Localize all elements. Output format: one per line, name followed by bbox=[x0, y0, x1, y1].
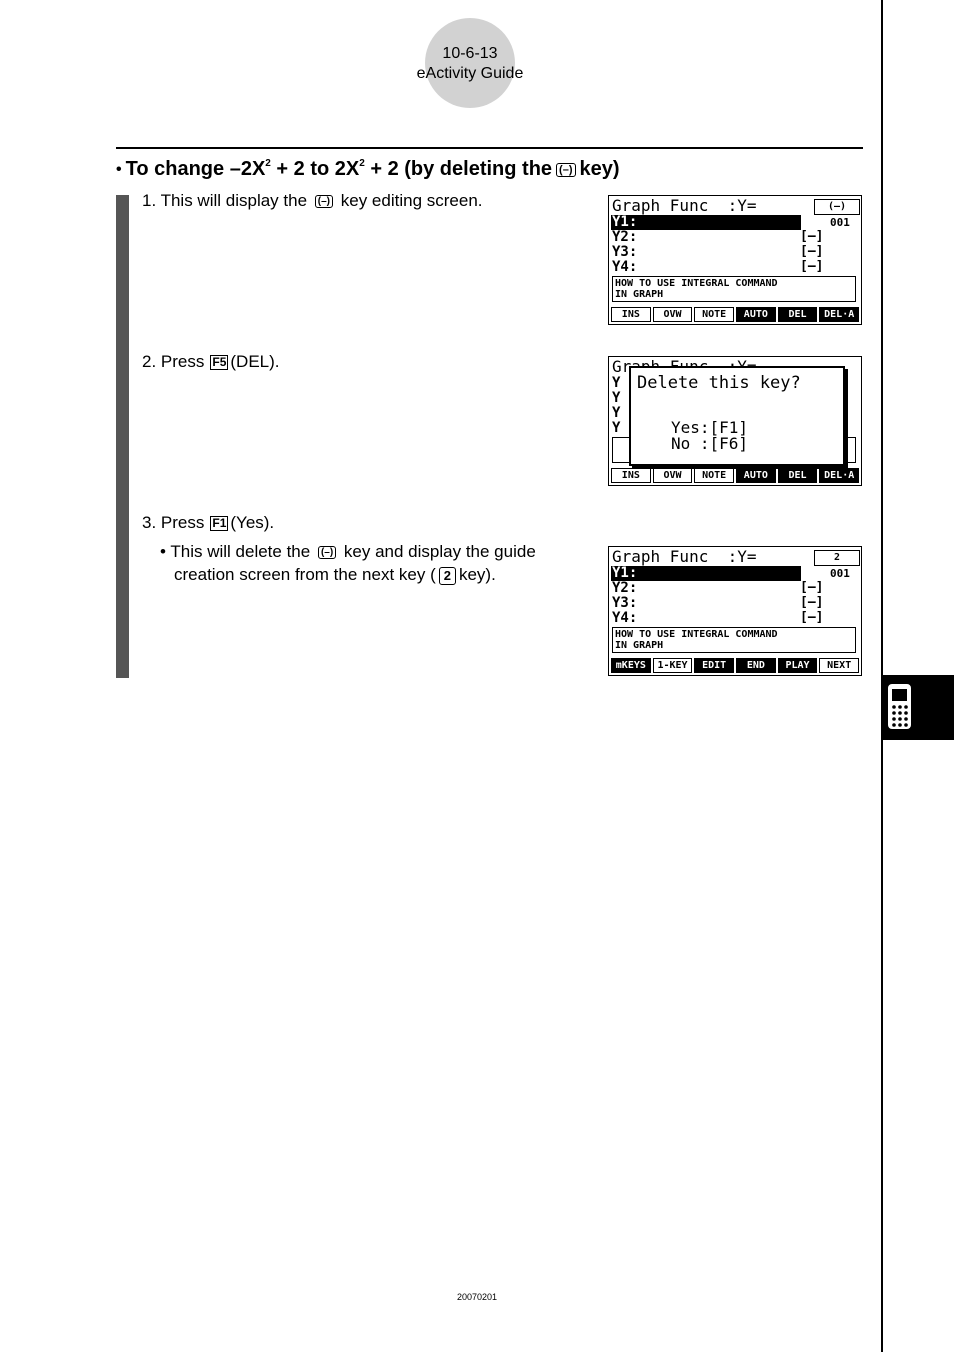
row-y2: Y2: bbox=[612, 580, 638, 596]
section-rule bbox=[116, 147, 863, 149]
fkey-ovw: OVW bbox=[652, 468, 693, 483]
fkey-edit: EDIT bbox=[694, 658, 735, 673]
negative-key-icon: (–) bbox=[556, 162, 576, 177]
function-key-bar: INS OVW NOTE AUTO DEL DEL·A bbox=[611, 307, 860, 322]
row-y2-partial: Y bbox=[612, 390, 621, 406]
step-3: 3. Press F1(Yes). bbox=[142, 511, 274, 534]
screen-title: Graph Func :Y= bbox=[612, 196, 757, 215]
guide-text-box: HOW TO USE INTEGRAL COMMAND IN GRAPH bbox=[612, 627, 856, 653]
dialog-yes-option: Yes:[F1] bbox=[671, 418, 749, 437]
step-3-text: 3. Press bbox=[142, 513, 205, 532]
heading-bullet: • bbox=[116, 160, 122, 178]
calculator-icon bbox=[888, 684, 911, 729]
two-key-icon: 2 bbox=[438, 566, 456, 585]
fkey-ovw: OVW bbox=[652, 307, 693, 322]
fkey-mkeys: mKEYS bbox=[611, 658, 651, 673]
function-key-bar: mKEYS 1-KEY EDIT END PLAY NEXT bbox=[611, 658, 860, 673]
footer-code: 20070201 bbox=[456, 1292, 498, 1302]
calculator-screen-2: Graph Func :Y= Y Y Y Y Delete this key? … bbox=[608, 356, 862, 486]
note-text-end: key and display the guide bbox=[343, 542, 536, 561]
negative-key-icon: (–) bbox=[314, 195, 334, 209]
calculator-screen-1: Graph Func :Y= (–) Y1: Y2: Y3: Y4: 001 [… bbox=[608, 195, 862, 325]
step-1: 1. This will display the (–) key editing… bbox=[142, 189, 483, 212]
page-number: 10-6-13 bbox=[442, 45, 498, 62]
calculator-screen-3: Graph Func :Y= 2 Y1: Y2: Y3: Y4: 001 [—]… bbox=[608, 546, 862, 676]
delete-confirm-dialog: Delete this key? Yes:[F1] No :[F6] bbox=[629, 366, 845, 466]
heading-text-1: To change –2X bbox=[125, 158, 266, 180]
row-y4: Y4: bbox=[612, 259, 638, 275]
fkey-end: END bbox=[736, 658, 776, 673]
fkey-next: NEXT bbox=[819, 658, 860, 673]
row-y1: Y1: bbox=[612, 565, 638, 581]
dialog-question: Delete this key? bbox=[637, 373, 801, 393]
row-y3: Y3: bbox=[612, 595, 638, 611]
step-2-text: 2. Press bbox=[142, 352, 205, 371]
f1-key-icon: F1 bbox=[210, 516, 229, 532]
heading-sup-1: 2 bbox=[265, 158, 271, 169]
fkey-note: NOTE bbox=[694, 468, 735, 483]
guide-text-box: HOW TO USE INTEGRAL COMMAND IN GRAPH bbox=[612, 276, 856, 302]
page-header: 10-6-13 eActivity Guide bbox=[380, 44, 560, 84]
fkey-del: DEL bbox=[777, 468, 818, 483]
fkey-play: PLAY bbox=[777, 658, 818, 673]
heading-sup-2: 2 bbox=[359, 158, 365, 169]
negative-key-icon: (–) bbox=[317, 546, 337, 560]
row-y3: Y3: bbox=[612, 244, 638, 260]
function-key-bar: INS OVW NOTE AUTO DEL DEL·A bbox=[611, 468, 860, 483]
row-y4: Y4: bbox=[612, 610, 638, 626]
row-y4-partial: Y bbox=[612, 420, 621, 436]
screen-title: Graph Func :Y= bbox=[612, 547, 757, 566]
key-slot: [—] bbox=[800, 244, 824, 259]
fkey-del-all: DEL·A bbox=[819, 468, 860, 483]
row-y3-partial: Y bbox=[612, 405, 621, 421]
fkey-del-all: DEL·A bbox=[819, 307, 860, 322]
row-y2: Y2: bbox=[612, 229, 638, 245]
key-display-box: 2 bbox=[814, 550, 860, 566]
fkey-auto: AUTO bbox=[736, 307, 776, 322]
step-2-text-end: (DEL). bbox=[230, 352, 280, 371]
steps-side-bar bbox=[116, 195, 129, 678]
fkey-auto: AUTO bbox=[736, 468, 776, 483]
key-slot: [—] bbox=[800, 610, 824, 625]
dialog-no-option: No :[F6] bbox=[671, 434, 749, 453]
key-slot: [—] bbox=[800, 229, 824, 244]
page-number-badge bbox=[425, 18, 515, 108]
heading-text-3: + 2 (by deleting the bbox=[364, 158, 553, 180]
fkey-del: DEL bbox=[777, 307, 818, 322]
key-slot: [—] bbox=[800, 259, 824, 274]
selected-row-highlight bbox=[611, 566, 801, 581]
chapter-tab bbox=[883, 675, 954, 740]
row-y1-partial: Y bbox=[612, 375, 621, 391]
f5-key-icon: F5 bbox=[210, 355, 229, 371]
note-text-2: creation screen from the next key ( bbox=[174, 565, 436, 584]
section-title: eActivity Guide bbox=[416, 65, 524, 82]
key-display-box: (–) bbox=[814, 199, 860, 215]
row-y1: Y1: bbox=[612, 214, 638, 230]
fkey-ins: INS bbox=[611, 468, 651, 483]
key-slot: [—] bbox=[800, 595, 824, 610]
key-counter: 001 bbox=[830, 567, 850, 580]
key-slot: [—] bbox=[800, 580, 824, 595]
fkey-ins: INS bbox=[611, 307, 651, 322]
right-margin-rule bbox=[881, 0, 883, 1352]
step-1-text: 1. This will display the bbox=[142, 191, 308, 210]
selected-row-highlight bbox=[611, 215, 801, 230]
step-3-note-line-1: • This will delete the (–) key and displ… bbox=[160, 540, 536, 563]
note-text-2-end: key). bbox=[458, 565, 496, 584]
key-counter: 001 bbox=[830, 216, 850, 229]
fkey-note: NOTE bbox=[694, 307, 735, 322]
step-2: 2. Press F5(DEL). bbox=[142, 350, 280, 373]
note-text: • This will delete the bbox=[160, 542, 311, 561]
heading-text-4: key) bbox=[579, 158, 620, 180]
heading-text-2: + 2 to 2X bbox=[270, 158, 360, 180]
step-1-text-end: key editing screen. bbox=[340, 191, 483, 210]
step-3-text-end: (Yes). bbox=[230, 513, 275, 532]
fkey-1-key: 1-KEY bbox=[652, 658, 693, 673]
